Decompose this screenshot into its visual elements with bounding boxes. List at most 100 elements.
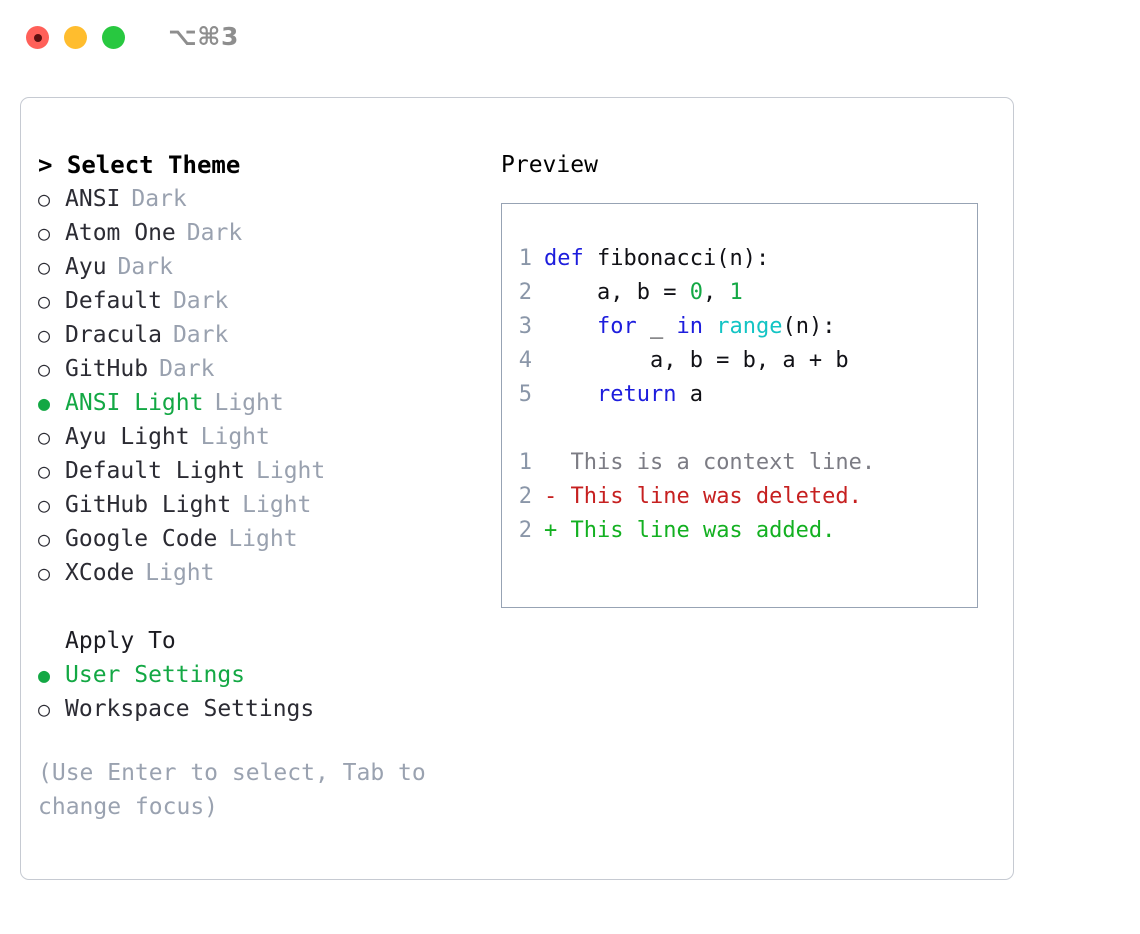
theme-option-github-light[interactable]: ○ GitHub Light Light [38,488,478,522]
close-button[interactable] [26,26,49,49]
apply-to-option-name: Workspace Settings [65,696,315,722]
theme-option-name: ANSI Light [65,390,204,416]
apply-to-option-user-settings[interactable]: ● User Settings [38,658,478,692]
diff-marker: + [544,518,558,543]
diff-line-text: This line was added. [557,518,836,543]
theme-list-header: > Select Theme [38,151,241,179]
radio-unselected-icon: ○ [38,255,51,279]
apply-to-option-workspace-settings[interactable]: ○ Workspace Settings [38,692,478,726]
theme-option-google-code[interactable]: ○ Google Code Light [38,522,478,556]
section-spacer [38,590,478,624]
radio-selected-icon: ● [38,391,51,415]
theme-option-name: Ayu Light [65,424,190,450]
code-token [703,314,716,339]
diff-line: 1 This is a context line. [516,446,977,480]
radio-unselected-icon: ○ [38,221,51,245]
minimize-button[interactable] [64,26,87,49]
code-token: def [544,246,584,271]
code-line: 1 def fibonacci(n): [516,242,977,276]
code-line-text: a, b = 0, 1 [544,276,743,310]
theme-option-ayu-light[interactable]: ○ Ayu Light Light [38,420,478,454]
code-token [544,314,597,339]
theme-option-name: GitHub Light [65,492,232,518]
preview-header: Preview [501,152,598,178]
theme-option-variant: Light [242,492,312,518]
line-number: 2 [518,484,532,509]
line-number: 2 [518,518,532,543]
code-token: fibonacci(n): [597,246,770,271]
zoom-button[interactable] [102,26,125,49]
traffic-lights [26,26,125,49]
radio-unselected-icon: ○ [38,493,51,517]
code-token: a, b = b, a + b [544,348,849,373]
title-bar: ⌥⌘3 [0,0,1140,78]
radio-selected-icon: ● [38,663,51,687]
diff-line-text: This line was deleted. [557,484,862,509]
line-number: 5 [518,382,532,407]
apply-to-option-name: User Settings [65,662,246,688]
theme-option-variant: Light [200,424,270,450]
diff-marker: - [544,484,558,509]
code-token: return [596,382,677,407]
diff-marker [544,446,557,480]
line-number: 1 [518,246,532,271]
line-number: 3 [518,314,532,339]
apply-to-option-list[interactable]: ● User Settings ○ Workspace Settings [38,658,478,726]
code-token: (n): [782,314,836,339]
apply-to-label: Apply To [65,628,176,654]
theme-option-variant: Dark [159,356,215,382]
theme-option-name: Default [65,288,162,314]
theme-option-name: Atom One [65,220,176,246]
code-line-text: def fibonacci(n): [544,242,769,276]
code-token: for [596,314,637,339]
code-token: , [702,280,730,305]
radio-unselected-icon: ○ [38,289,51,313]
code-diff-spacer [516,412,977,446]
line-number: 4 [518,348,532,373]
theme-option-variant: Dark [131,186,187,212]
code-line-text: return a [544,378,703,412]
radio-unselected-icon: ○ [38,459,51,483]
diff-line: 2- This line was deleted. [516,480,977,514]
theme-option-default[interactable]: ○ Default Dark [38,284,478,318]
diff-sample: 1 This is a context line.2- This line wa… [516,446,977,548]
theme-option-name: Google Code [65,526,218,552]
radio-unselected-icon: ○ [38,425,51,449]
code-line: 4 a, b = b, a + b [516,344,977,378]
code-token: in [676,314,703,339]
code-token: range [716,314,783,339]
code-token: 0 [689,280,703,305]
code-token: a, b = [544,280,690,305]
radio-unselected-icon: ○ [38,561,51,585]
code-line: 2 a, b = 0, 1 [516,276,977,310]
code-line: 5 return a [516,378,977,412]
radio-unselected-icon: ○ [38,527,51,551]
code-token: _ [636,314,677,339]
theme-option-variant: Light [214,390,284,416]
theme-option-ansi-light[interactable]: ● ANSI Light Light [38,386,478,420]
code-token [584,246,597,271]
theme-option-variant: Light [228,526,298,552]
radio-unselected-icon: ○ [38,697,51,721]
line-number: 1 [518,450,532,475]
theme-option-variant: Dark [172,288,229,314]
theme-option-name: ANSI [65,186,121,212]
line-number: 2 [518,280,532,305]
code-token: 1 [729,280,743,305]
code-line-text: a, b = b, a + b [544,344,849,378]
theme-option-variant: Light [256,458,326,484]
